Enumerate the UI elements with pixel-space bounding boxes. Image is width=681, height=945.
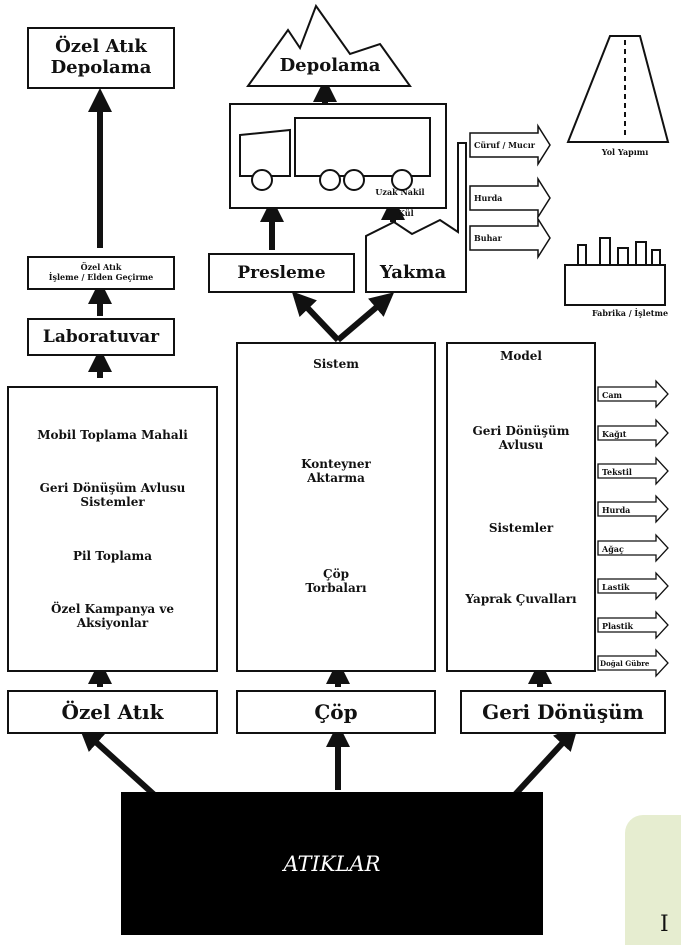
left-item-2: Pil Toplama — [72, 548, 153, 563]
laboratuvar-label: Laboratuvar — [42, 327, 160, 347]
yakma-label: Yakma — [379, 262, 447, 283]
left-item-3: Özel Kampanya ve Aksiyonlar — [51, 602, 174, 631]
factory-icon — [564, 237, 666, 306]
ozel-atik-isleme-label: Özel Atık İşleme / Elden Geçirme — [48, 262, 154, 282]
sistemler-label: Sistemler — [488, 521, 554, 535]
output-lastik: Lastik — [602, 582, 630, 592]
ozel-atik-depolama-box: Özel Atık Depolama — [27, 27, 175, 89]
atiklar-label: ATIKLAR — [283, 851, 381, 876]
ozel-atik-category: Özel Atık — [7, 690, 218, 734]
output-kagit: Kağıt — [602, 429, 627, 439]
kul-label: Kül — [398, 208, 414, 218]
ozel-atik-panel: Mobil Toplama Mahali Geri Dönüşüm Avlusu… — [7, 386, 218, 672]
uzak-nakil-label: Uzak Nakil — [375, 187, 425, 197]
laboratuvar-box: Laboratuvar — [27, 318, 175, 356]
output-hurda: Hurda — [602, 505, 631, 515]
corner-card — [625, 815, 681, 945]
yakma-output-1: Hurda — [474, 193, 503, 203]
output-plastik: Plastik — [602, 621, 634, 631]
geri-donusum-category-label: Geri Dönüşüm — [482, 700, 644, 724]
yakma-output-0: Cüruf / Mucır — [474, 140, 535, 150]
left-item-0: Mobil Toplama Mahali — [37, 427, 188, 442]
cop-torbalari-label: Çöp Torbaları — [305, 567, 367, 595]
geri-donusum-category: Geri Dönüşüm — [460, 690, 666, 734]
atiklar-box: ATIKLAR — [121, 792, 543, 935]
left-item-1: Geri Dönüşüm Avlusu Sistemler — [39, 481, 186, 510]
geri-donusum-panel — [446, 342, 596, 672]
corner-letter: I — [660, 912, 669, 937]
fabrika-label: Fabrika / İşletme — [591, 308, 669, 318]
truck-icon — [229, 103, 447, 209]
konteyner-label: Konteyner Aktarma — [301, 457, 371, 485]
cop-panel — [236, 342, 436, 672]
presleme-label: Presleme — [237, 263, 326, 283]
presleme-box: Presleme — [208, 253, 355, 293]
ozel-atik-category-label: Özel Atık — [61, 700, 164, 724]
incinerator-building — [365, 142, 467, 293]
ozel-atik-depolama-label: Özel Atık Depolama — [50, 36, 152, 78]
model-label: Model — [500, 349, 542, 363]
output-tekstil: Tekstil — [602, 467, 632, 477]
depolama-label: Depolama — [279, 55, 381, 76]
output-cam: Cam — [602, 390, 623, 400]
landfill-mountain — [246, 3, 412, 87]
cop-category-label: Çöp — [314, 700, 358, 724]
yaprak-label: Yaprak Çuvalları — [465, 592, 577, 606]
yakma-output-2: Buhar — [474, 233, 502, 243]
sistem-label: Sistem — [313, 357, 359, 371]
yol-yapimi-label: Yol Yapımı — [601, 147, 649, 157]
ozel-atik-isleme-box: Özel Atık İşleme / Elden Geçirme — [27, 256, 175, 290]
cop-category: Çöp — [236, 690, 436, 734]
road-icon — [566, 35, 670, 143]
geri-donusum-avlusu-label: Geri Dönüşüm Avlusu — [472, 424, 570, 452]
output-dogal-gubre: Doğal Gübre — [600, 659, 650, 668]
output-agac: Ağaç — [602, 544, 624, 554]
